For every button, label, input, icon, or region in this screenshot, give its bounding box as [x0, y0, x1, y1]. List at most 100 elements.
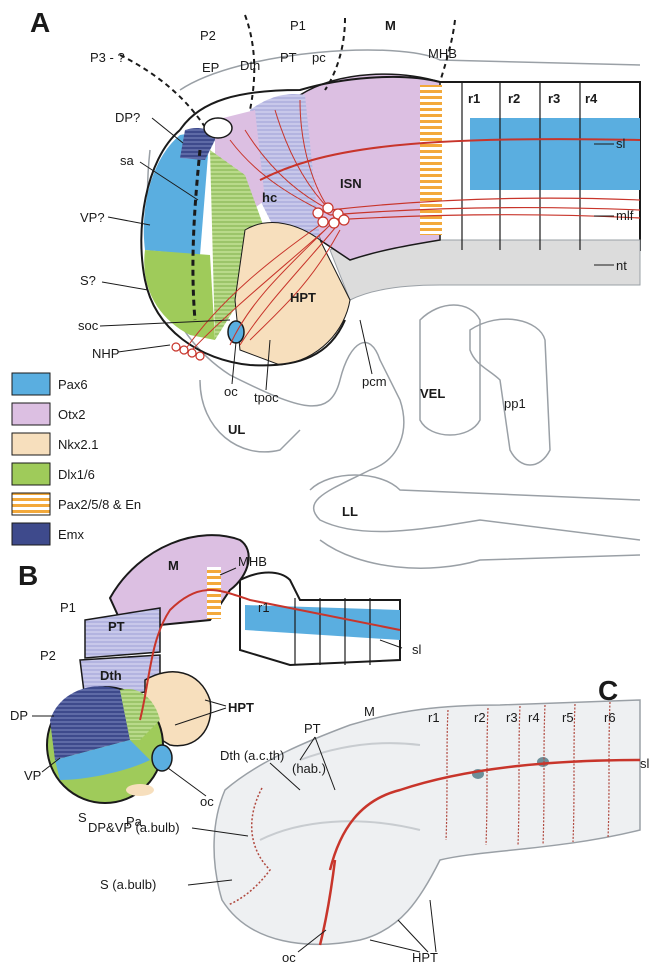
- c-label-pt: PT: [304, 721, 321, 736]
- c-label-s: S (a.bulb): [100, 877, 156, 892]
- c-spot: [537, 757, 549, 767]
- nhp-cell: [196, 352, 204, 360]
- legend-swatch-dlx16: [12, 463, 50, 485]
- legend-swatch-otx2: [12, 403, 50, 425]
- b-label-p2: P2: [40, 648, 56, 663]
- legend-label-otx2: Otx2: [58, 407, 85, 422]
- label-hpt: HPT: [290, 290, 316, 305]
- b-label-r1: r1: [258, 600, 270, 615]
- epiphysis-oval: [204, 118, 232, 138]
- c-label-sl: sl: [640, 756, 650, 771]
- pp1-outline: [470, 319, 550, 465]
- leader-vp: [108, 217, 150, 225]
- nhp-cell: [180, 346, 188, 354]
- legend-swatch-pax6: [12, 373, 50, 395]
- c-leader-hpt-1: [370, 940, 420, 952]
- b-label-dth: Dth: [100, 668, 122, 683]
- b-label-p1: P1: [60, 600, 76, 615]
- panel-b-letter: B: [18, 560, 38, 591]
- legend: Pax6 Otx2 Nkx2.1 Dlx1/6 Pax2/5/8 & En Em…: [12, 373, 141, 545]
- isn-cell: [313, 208, 323, 218]
- legend-swatch-nkx21: [12, 433, 50, 455]
- leader-s: [102, 282, 148, 290]
- label-mlf: mlf: [616, 208, 634, 223]
- panel-a-letter: A: [30, 7, 50, 38]
- label-r2: r2: [508, 91, 520, 106]
- c-leader-hpt-2: [398, 920, 428, 952]
- label-ep: EP: [202, 60, 219, 75]
- b-label-m: M: [168, 558, 179, 573]
- ll-outline-lower: [320, 540, 640, 568]
- label-dth: Dth: [240, 58, 260, 73]
- label-mhb: MHB: [428, 46, 457, 61]
- nhp-cell: [172, 343, 180, 351]
- c-label-m: M: [364, 704, 375, 719]
- label-pt: PT: [280, 50, 297, 65]
- label-pcm: pcm: [362, 374, 387, 389]
- label-s: S?: [80, 273, 96, 288]
- label-pp1: pp1: [504, 396, 526, 411]
- leader-pcm: [360, 320, 372, 374]
- label-r3: r3: [548, 91, 560, 106]
- isn-cell: [329, 218, 339, 228]
- label-r4: r4: [585, 91, 598, 106]
- label-sa: sa: [120, 153, 135, 168]
- label-hc: hc: [262, 190, 277, 205]
- c-label-oc: oc: [282, 950, 296, 965]
- b-label-pt: PT: [108, 619, 125, 634]
- legend-label-emx: Emx: [58, 527, 85, 542]
- c-label-hpt: HPT: [412, 950, 438, 965]
- b-label-mhb: MHB: [238, 554, 267, 569]
- label-nhp: NHP: [92, 346, 119, 361]
- label-soc: soc: [78, 318, 99, 333]
- legend-label-pax6: Pax6: [58, 377, 88, 392]
- label-oc: oc: [224, 384, 238, 399]
- c-label-r4: r4: [528, 710, 540, 725]
- c-leader-hpt-3: [430, 900, 436, 952]
- label-ul: UL: [228, 422, 245, 437]
- panel-a: A: [30, 7, 640, 568]
- vel-outline: [420, 305, 480, 435]
- label-vel: VEL: [420, 386, 445, 401]
- label-ll: LL: [342, 504, 358, 519]
- label-p3: P3 - ?: [90, 50, 125, 65]
- b-oc-marker: [152, 745, 172, 771]
- b-label-dp: DP: [10, 708, 28, 723]
- label-nt: nt: [616, 258, 627, 273]
- b-pa-region: [126, 784, 154, 796]
- c-label-r6: r6: [604, 710, 616, 725]
- b-label-sl: sl: [412, 642, 422, 657]
- c-label-r3: r3: [506, 710, 518, 725]
- b-leader-oc: [168, 768, 206, 796]
- nhp-cell: [188, 349, 196, 357]
- isn-cell: [339, 215, 349, 225]
- c-label-r2: r2: [474, 710, 486, 725]
- label-m: M: [385, 18, 396, 33]
- dlx-subpallium: [144, 250, 215, 340]
- label-p1: P1: [290, 18, 306, 33]
- b-label-hpt: HPT: [228, 700, 254, 715]
- ul-outline: [200, 380, 300, 452]
- legend-swatch-emx: [12, 523, 50, 545]
- b-midbrain: [110, 535, 249, 625]
- label-sl: sl: [616, 136, 626, 151]
- leader-nhp: [118, 345, 170, 352]
- c-label-hab: (hab.): [292, 761, 326, 776]
- legend-label-nkx21: Nkx2.1: [58, 437, 98, 452]
- c-label-dpvp: DP&VP (a.bulb): [88, 820, 180, 835]
- isn-cell: [318, 217, 328, 227]
- pax6-hindbrain-band: [470, 118, 640, 190]
- c-label-r5: r5: [562, 710, 574, 725]
- label-tpoc: tpoc: [254, 390, 279, 405]
- c-label-dth: Dth (a.c.th): [220, 748, 284, 763]
- mhb-bar: [420, 85, 442, 235]
- ll-outline-upper: [310, 475, 640, 500]
- label-p2: P2: [200, 28, 216, 43]
- label-r1: r1: [468, 91, 480, 106]
- label-dp: DP?: [115, 110, 140, 125]
- label-vp: VP?: [80, 210, 105, 225]
- mhb-orange-bars: [420, 85, 442, 235]
- c-brain-body: [214, 700, 640, 944]
